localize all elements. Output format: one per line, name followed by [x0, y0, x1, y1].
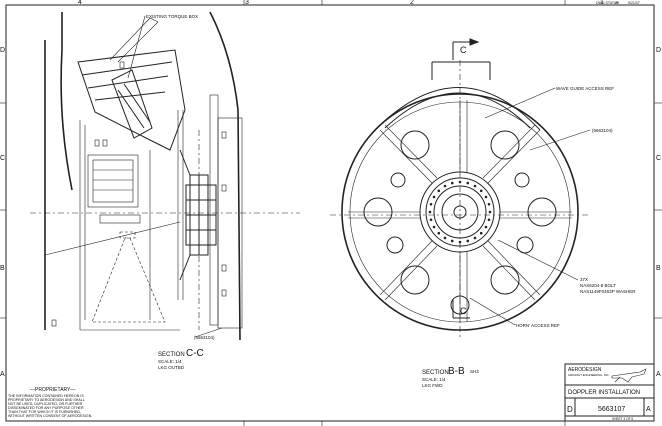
drawing-number: 5663107 [598, 406, 625, 413]
inner-structure [44, 94, 243, 331]
zone-top-2: 2 [410, 0, 414, 6]
section-cc-scale: SCALE: 1/4 [158, 359, 182, 364]
bolt-hole [479, 231, 483, 235]
callout-washer-pn: NAS1149F0463P WASHER [580, 289, 636, 294]
section-cc-view [30, 11, 300, 341]
bolt-hole [466, 181, 470, 185]
section-cc-word: SECTION [158, 352, 185, 358]
ref-right-leader [529, 129, 591, 151]
bolt-hole [466, 239, 470, 243]
drawing-border [5, 4, 655, 422]
title-block [564, 363, 655, 422]
bolt-hole [437, 189, 441, 193]
proprietary-heading: —PROPRIETARY— [30, 387, 75, 393]
callout-wave-guide-access: WAVE GUIDE ACCESS REF [556, 86, 614, 91]
fuselage-outline [44, 11, 241, 341]
bolt-hole [443, 184, 447, 188]
section-cc-view: LKG OUTBD [158, 365, 185, 370]
zone-top-1: 1 [600, 0, 604, 6]
section-bb-scale: SCALE: 1/4 [422, 377, 446, 382]
bolt-hole [487, 218, 491, 222]
bolt-hole [450, 239, 454, 243]
doppler-flange [179, 149, 217, 281]
bolt-hole [479, 189, 483, 193]
callout-bolt-pn: NAS6204-8 BOLT [580, 283, 616, 288]
drawing-title: DOPPLER INSTALLATION [568, 390, 640, 396]
fastener-marks [51, 61, 227, 327]
company-name: AERODESIGN [568, 367, 602, 373]
zone-side-d-left: D [0, 47, 5, 54]
callout-ref-5663104-right: (5663104) [592, 128, 613, 133]
section-cut-marker-bottom [452, 300, 470, 319]
callout-horn-access: 'HORN' ACCESS REF [515, 323, 560, 328]
bolt-hole [484, 225, 488, 229]
section-bb-view: LKG FWD [422, 383, 443, 388]
dwg-status-date: 9/21/07 [628, 1, 640, 5]
drawing-rev: A [646, 406, 651, 413]
ref-left-leader [194, 327, 223, 338]
zone-side-d-right: D [656, 47, 661, 54]
bolt-hole [473, 236, 477, 240]
lightening-holes [363, 130, 557, 315]
dwg-status-label: DWG STATUS [596, 1, 619, 5]
torque-box [77, 17, 186, 151]
zone-side-c-right: C [656, 155, 661, 162]
aircraft-logo [611, 368, 647, 383]
bolt-hole [473, 184, 477, 188]
bolt-hole [429, 202, 433, 206]
section-cc-id: C-C [186, 348, 204, 359]
proprietary-line-1: THE INFORMATION CONTAINED HEREON IS [8, 394, 84, 398]
sheet-number: SHEET 4 OF 6 [612, 417, 633, 421]
bolt-hole [429, 218, 433, 222]
callout-ref-5663104-left: (5663104) [194, 335, 215, 340]
bolt-hole [450, 181, 454, 185]
zone-side-b-right: B [656, 265, 661, 272]
center-hub [419, 171, 501, 253]
zone-top-4: 4 [78, 0, 82, 6]
bolt-hole [437, 231, 441, 235]
bolt-hole [488, 210, 492, 214]
fuselage-shell [374, 61, 541, 131]
torque-box-leader [127, 15, 146, 79]
section-marker-c-top: C [460, 45, 467, 55]
proprietary-line-5: THAN THAT FOR WHICH IT IS FURNISHED, [8, 410, 81, 414]
callout-existing-torque-box: EXISTING TORQUE BOX [146, 14, 198, 19]
proprietary-line-4: DISSEMINATED FOR ANY PURPOSE OTHER [8, 406, 84, 410]
zone-top-3: 3 [245, 0, 249, 6]
zone-side-a-left: A [0, 371, 5, 378]
zone-side-b-left: B [0, 265, 5, 272]
proprietary-line-3: NOT BE USED, DUPLICATED, OR FURTHER [8, 402, 83, 406]
bolt-hole [428, 210, 432, 214]
bolt-leader [497, 239, 579, 281]
section-bb-id: B-B [448, 366, 465, 377]
section-cut-marker-top [452, 38, 480, 60]
callout-bolt-qty: 37X [580, 277, 588, 282]
bolt-circle [428, 180, 492, 244]
section-bb-view [330, 60, 590, 340]
bolt-hole [487, 202, 491, 206]
wave-guide-leader [484, 87, 556, 119]
section-marker-c-bottom: C [460, 306, 467, 316]
bolt-hole [432, 195, 436, 199]
bolt-hole [484, 195, 488, 199]
section-bb-sheet: SH3 [470, 369, 479, 374]
dwg-status-code: IR [615, 1, 619, 5]
proprietary-line-2: PROPRIETARY TO AERODESIGN AND SHALL [8, 398, 85, 402]
drawing-size: D [567, 405, 573, 414]
company-subtitle: AIRCRAFT ENGINEERING, INC. [568, 373, 610, 377]
zone-side-c-left: C [0, 155, 5, 162]
bolt-hole [432, 225, 436, 229]
bolt-hole [443, 236, 447, 240]
zone-side-a-right: A [656, 371, 661, 378]
proprietary-line-6: WITHOUT WRITTEN CONSENT OF AERODESIGN. [8, 414, 92, 418]
horn-leader [469, 297, 516, 326]
section-bb-word: SECTION [422, 370, 449, 376]
antenna-beam [91, 231, 166, 323]
